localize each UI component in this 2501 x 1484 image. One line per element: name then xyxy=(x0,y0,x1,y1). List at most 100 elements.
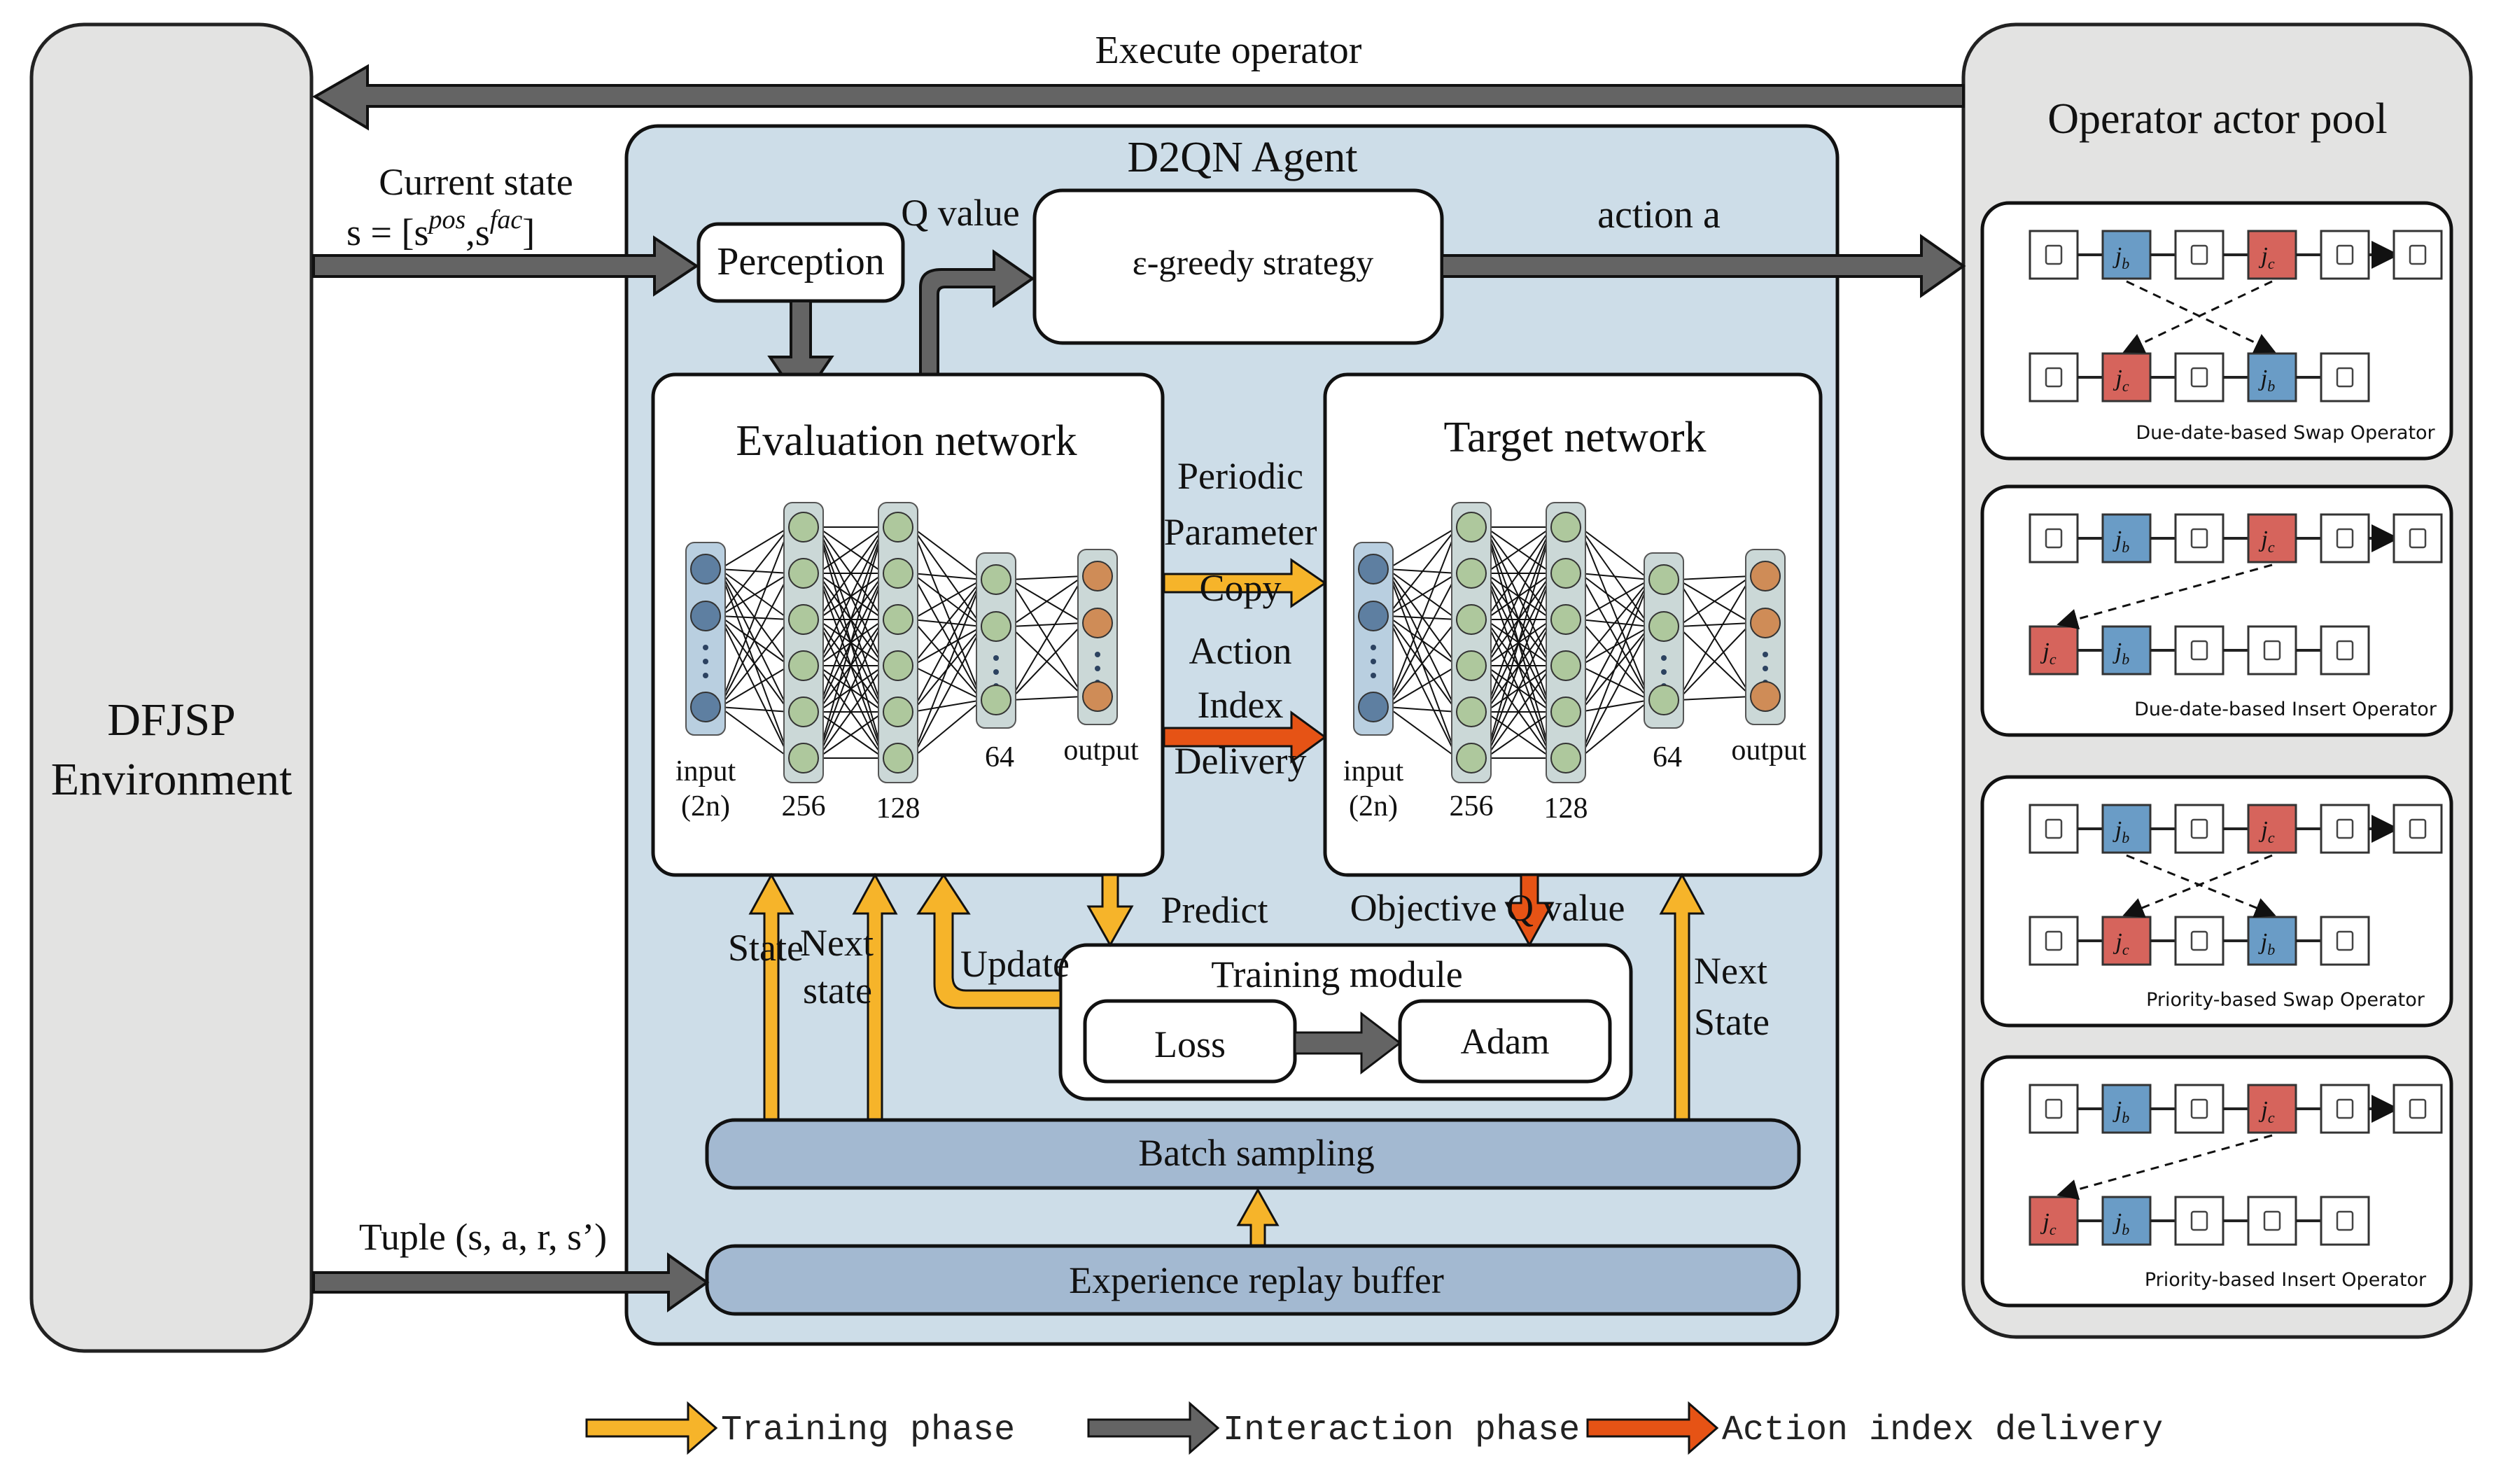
ellipsis-dot xyxy=(1763,666,1768,671)
connection-line xyxy=(1579,526,1651,701)
replay-buffer-box xyxy=(705,1244,1801,1316)
neuron xyxy=(883,650,913,681)
empty-cell xyxy=(2320,513,2370,564)
layer-label-256: 256 xyxy=(1450,790,1494,822)
predict-arrow-shape xyxy=(1086,874,1134,948)
layer-label-input-dim: (2n) xyxy=(681,790,730,822)
next-state-left-label-2: state xyxy=(803,969,872,1011)
legend-label: Action index delivery xyxy=(1722,1410,2163,1450)
action-arrow: action a xyxy=(1441,193,1966,298)
connection-line xyxy=(911,526,983,701)
connection-line xyxy=(1387,619,1458,708)
empty-cell xyxy=(2174,513,2225,564)
neuron xyxy=(883,696,913,727)
ellipsis-dot xyxy=(703,673,708,678)
empty-cell xyxy=(2174,352,2225,402)
training-module: Training module Loss Adam xyxy=(1058,943,1633,1101)
next-state-right-label-2: State xyxy=(1694,1001,1770,1043)
target-network-title: Target network xyxy=(1444,414,1707,461)
neuron xyxy=(1456,650,1487,681)
ellipsis-dot xyxy=(1661,655,1667,661)
empty-cell xyxy=(2174,916,2225,966)
empty-cell xyxy=(2174,230,2225,280)
connection-line xyxy=(1579,699,1651,759)
job-cell-jc xyxy=(2029,625,2079,676)
operator-name: Priority-based Swap Operator xyxy=(2146,989,2425,1011)
connection-line xyxy=(1579,573,1651,701)
connection-line xyxy=(719,573,790,708)
job-subscript: c xyxy=(2268,538,2275,556)
connection-line xyxy=(1485,526,1553,759)
connection-line xyxy=(719,665,790,708)
greedy-block: ε-greedy strategy xyxy=(1032,188,1444,345)
perception-block: Perception xyxy=(696,222,905,303)
periodic-copy-arrow-shape xyxy=(1163,558,1327,608)
legend-arrow-interaction_arrow xyxy=(1087,1401,1220,1455)
placeholder-glyph xyxy=(2409,528,2427,549)
operator-name: Due-date-based Insert Operator xyxy=(2134,699,2437,720)
layer-label-256: 256 xyxy=(782,790,826,822)
neuron xyxy=(1550,696,1581,727)
legend-arrow-action_arrow xyxy=(1586,1401,1719,1455)
empty-cell xyxy=(2320,1084,2370,1134)
placeholder-glyph xyxy=(2190,244,2208,265)
neuron xyxy=(1750,561,1781,592)
connection-line xyxy=(1579,579,1651,666)
next-state-right-arrow: Next State xyxy=(1659,872,1770,1121)
neuron xyxy=(1550,604,1581,635)
placeholder-glyph xyxy=(2409,818,2427,839)
connection-line xyxy=(911,626,983,759)
environment-panel: DFJSP Environment xyxy=(29,22,314,1353)
neuron xyxy=(883,743,913,774)
connection-line xyxy=(1387,573,1458,617)
legend-label: Training phase xyxy=(721,1410,1015,1450)
connection-line xyxy=(817,619,885,759)
replay-buffer-label: Experience replay buffer xyxy=(1069,1259,1444,1301)
connection-line xyxy=(1387,526,1458,617)
current-state-label: Current state xyxy=(379,161,573,203)
connection-line xyxy=(1677,622,1752,701)
operator-pool-title: Operator actor pool xyxy=(2047,95,2387,143)
layer-label-output: output xyxy=(1731,734,1807,766)
neuron xyxy=(690,554,721,584)
job-cell-jc xyxy=(2247,513,2297,564)
legend-arrow-training_arrow xyxy=(585,1401,718,1455)
neuron xyxy=(1082,561,1113,592)
neuron xyxy=(883,558,913,589)
objective-q-label: Objective Q value xyxy=(1350,887,1625,929)
placeholder-glyph xyxy=(2045,244,2063,265)
empty-cell xyxy=(2029,513,2079,564)
state-formula: s = [spos,sfac] xyxy=(346,205,535,253)
empty-cell xyxy=(2247,625,2297,676)
connection-line xyxy=(1387,706,1458,759)
action-index-label-2: Index xyxy=(1198,684,1284,726)
update-arrow-shape xyxy=(916,873,1062,1009)
buffer-to-batch-arrow xyxy=(1236,1187,1280,1247)
job-subscript: c xyxy=(2050,650,2057,668)
job-cell-jb xyxy=(2101,513,2152,564)
connection-line xyxy=(911,526,983,580)
placeholder-glyph xyxy=(2190,528,2208,549)
neuron xyxy=(883,604,913,635)
connection-line xyxy=(719,526,790,570)
placeholder-glyph xyxy=(2190,930,2208,951)
empty-cell xyxy=(2320,1196,2370,1246)
perception-label: Perception xyxy=(717,240,884,284)
connection-line xyxy=(1579,526,1651,580)
empty-cell xyxy=(2247,1196,2297,1246)
empty-cell xyxy=(2320,804,2370,854)
batch-sampling-box xyxy=(705,1118,1801,1190)
connection-line xyxy=(1387,526,1458,708)
connection-line xyxy=(1677,696,1752,701)
connection-line xyxy=(911,619,983,701)
layer-label-128: 128 xyxy=(1544,792,1588,825)
neuron xyxy=(1358,601,1389,631)
connection-line xyxy=(1579,626,1651,759)
action-index-arrow: Action Index Delivery xyxy=(1163,630,1327,782)
legend-label: Interaction phase xyxy=(1223,1410,1580,1450)
job-subscript: b xyxy=(2122,538,2129,556)
neuron xyxy=(788,512,819,542)
